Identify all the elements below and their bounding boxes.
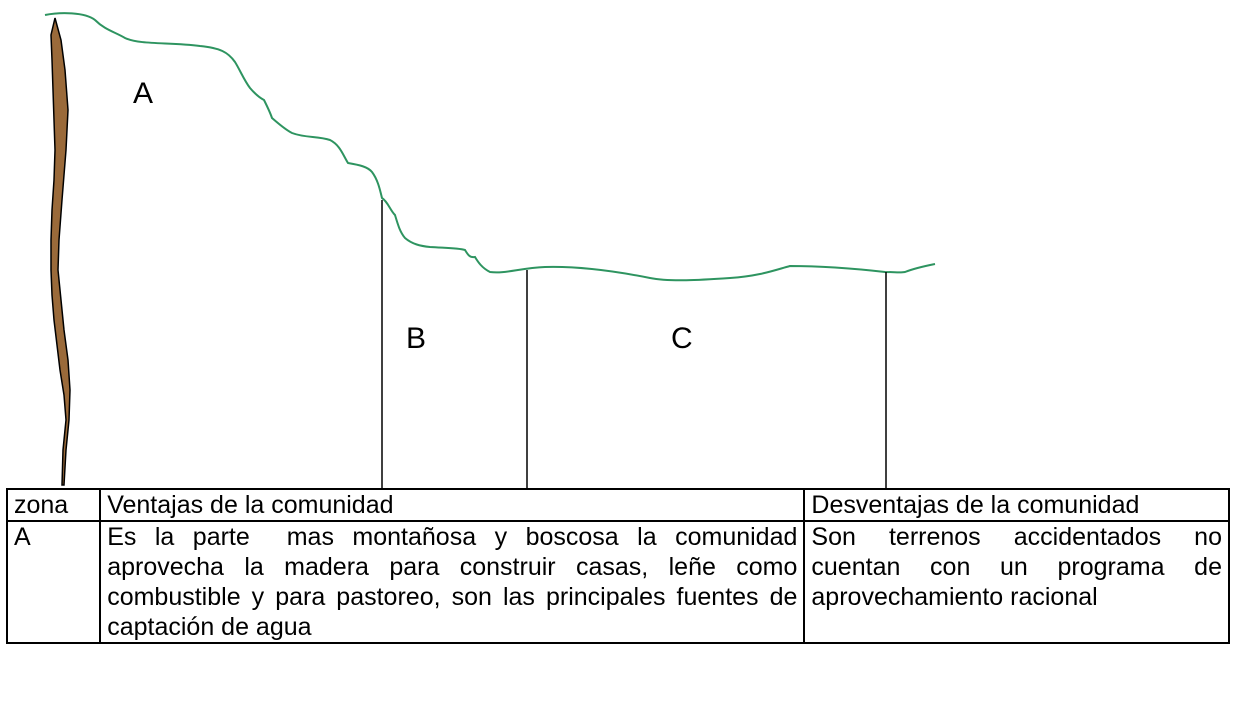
terrain-profile-diagram: A B C [44,12,936,488]
zone-label-a: A [133,77,153,110]
row-disadvantages-text: Son terrenos accidentados no cuentan con… [811,523,1222,611]
header-advantages: Ventajas de la comunidad [99,488,806,522]
header-disadvantages: Desventajas de la comunidad [803,488,1230,522]
row-advantages-text: Es la parte mas montañosa y boscosa la c… [107,523,798,641]
cliff-rock-face [50,17,71,486]
table-row: A Es la parte mas montañosa y boscosa la… [5,520,1230,644]
zone-label-b: B [406,322,426,355]
terrain-surface-line [44,12,936,282]
row-disadvantages-cell: Son terrenos accidentados no cuentan con… [803,520,1230,644]
row-zone-cell: A [5,520,102,644]
zone-label-c: C [671,322,693,355]
table-header-row: zona Ventajas de la comunidad Desventaja… [5,488,1230,522]
row-advantages-cell: Es la parte mas montañosa y boscosa la c… [99,520,806,644]
row-zone-value: A [14,523,31,551]
header-zone: zona [5,488,102,522]
zone-comparison-table: zona Ventajas de la comunidad Desventaja… [5,488,1230,644]
